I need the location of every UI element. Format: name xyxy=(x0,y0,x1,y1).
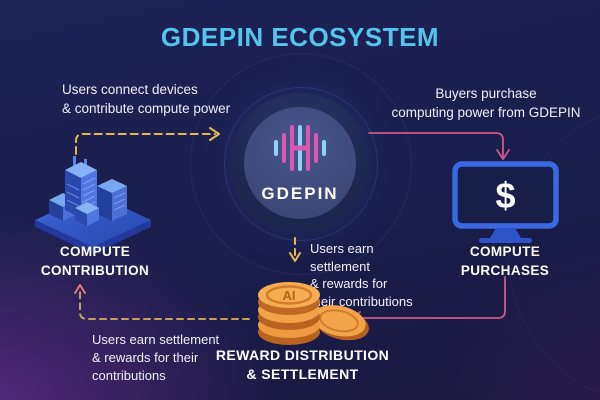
annotation-line: contributions xyxy=(92,368,166,383)
page-title: GDEPIN ECOSYSTEM xyxy=(160,22,440,52)
arrowhead-down xyxy=(496,149,510,160)
logo-bar xyxy=(274,140,278,156)
annotation-line: their contributions xyxy=(310,293,413,309)
logo-bar xyxy=(282,133,286,163)
annotation-buyers-purchase: Buyers purchase computing power from GDE… xyxy=(385,84,587,122)
annotation-line: & contribute compute power xyxy=(62,101,231,116)
decorative-ring xyxy=(190,53,412,275)
annotation-line: & rewards for xyxy=(310,276,388,291)
annotation-line: Users earn xyxy=(310,241,374,256)
gdepin-logo-text: GDEPIN xyxy=(261,184,339,203)
coin-ring xyxy=(265,285,313,305)
label-line: COMPUTE xyxy=(59,244,131,259)
dollar-sign: $ xyxy=(495,175,515,216)
annotation-users-earn-bottom: Users earn settlement & rewards for thei… xyxy=(92,331,219,385)
gdepin-badge: GDEPIN xyxy=(244,107,356,219)
building-front xyxy=(75,202,99,226)
logo-bar xyxy=(314,133,318,163)
gdepin-soundwave-logo-icon xyxy=(274,124,326,172)
label-line: COMPUTE xyxy=(469,244,541,259)
badge-outline-ring xyxy=(224,87,378,241)
label-line: & SETTLEMENT xyxy=(246,366,359,382)
building-windows xyxy=(66,177,126,211)
monitor-base xyxy=(479,238,532,243)
annotation-line: Users earn settlement xyxy=(92,332,220,347)
annotation-users-earn-mid: Users earn settlement & rewards for thei… xyxy=(310,240,413,310)
annotation-line: computing power from GDEPIN xyxy=(391,105,581,120)
annotation-line: Users connect devices xyxy=(62,82,198,97)
arrowhead-up xyxy=(74,284,86,294)
coin-leaning xyxy=(312,305,369,341)
arrow-reward-to-contribution xyxy=(79,288,250,320)
annotation-users-connect: Users connect devices & contribute compu… xyxy=(62,80,230,118)
label-line: PURCHASES xyxy=(460,263,550,278)
building-right xyxy=(97,179,127,221)
node-label-reward-distribution: REWARD DISTRIBUTION & SETTLEMENT xyxy=(195,346,410,384)
monitor-dollar-icon: $ xyxy=(452,161,559,243)
logo-bar xyxy=(322,140,326,156)
coin-top: AI xyxy=(258,282,320,315)
ai-coins-icon: AI xyxy=(258,282,369,345)
label-line: REWARD DISTRIBUTION xyxy=(215,347,390,363)
label-line: CONTRIBUTION xyxy=(40,263,150,278)
monitor-stand xyxy=(490,228,521,238)
node-label-compute-contribution: COMPUTE CONTRIBUTION xyxy=(10,242,180,280)
node-label-compute-purchases: COMPUTE PURCHASES xyxy=(420,242,590,280)
annotation-line: settlement xyxy=(310,258,370,274)
city-buildings-icon xyxy=(35,156,151,254)
annotation-line: Buyers purchase xyxy=(435,86,537,101)
annotation-line: & rewards for their xyxy=(92,350,199,365)
monitor-frame xyxy=(452,161,559,229)
ai-coin-label: AI xyxy=(283,288,296,303)
logo-crossbar xyxy=(290,145,310,151)
